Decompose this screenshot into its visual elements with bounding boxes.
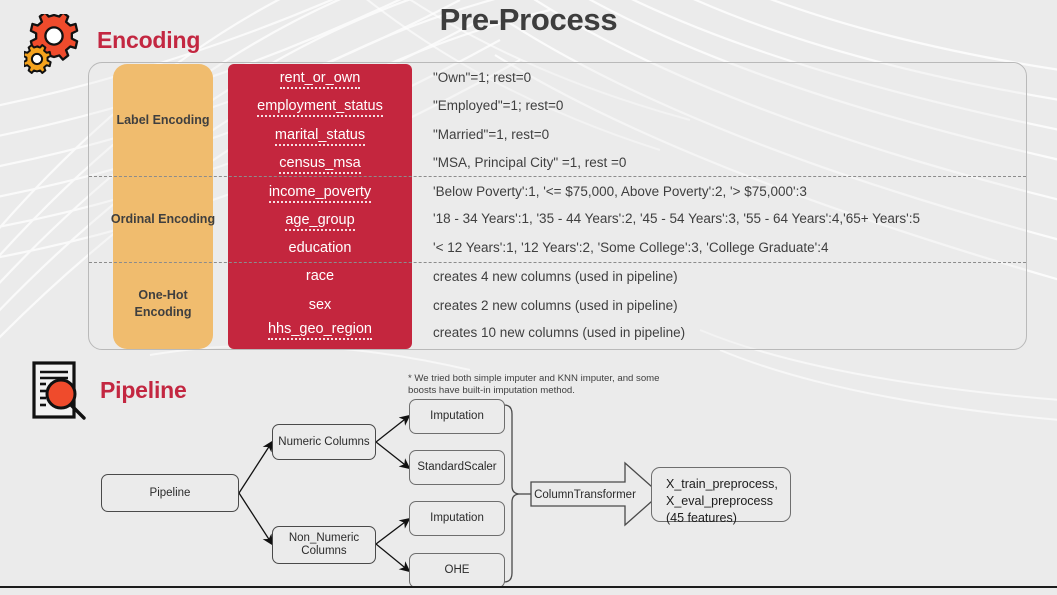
pipeline-node-numeric-columns[interactable]: Numeric Columns (272, 424, 376, 460)
group-label-line2: Encoding (134, 305, 192, 319)
gears-icon (24, 14, 79, 74)
pipeline-section-heading: Pipeline (100, 377, 187, 403)
encoding-description: creates 10 new columns (used in pipeline… (433, 325, 686, 340)
encoding-description: 'Below Poverty':1, '<= $75,000, Above Po… (433, 184, 807, 199)
encoding-description: creates 2 new columns (used in pipeline) (433, 298, 678, 313)
note-text: * We tried both simple imputer and KNN i… (408, 373, 660, 396)
pipeline-node-output[interactable]: X_train_preprocess, X_eval_preprocess (4… (651, 467, 791, 525)
feature-text: sex (308, 297, 332, 313)
encoding-row-divider (89, 262, 1026, 263)
pipeline-node-standard-scaler[interactable]: StandardScaler (409, 450, 505, 485)
pipeline-node-imputation-numeric[interactable]: Imputation (409, 399, 505, 434)
document-search-icon (32, 361, 86, 420)
group-label-one-hot-encoding: One-Hot Encoding (113, 287, 213, 321)
bottom-rule (0, 586, 1057, 588)
description-text: creates 4 new columns (used in pipeline) (433, 269, 678, 284)
group-label-ordinal-encoding: Ordinal Encoding (110, 212, 216, 226)
feature-text: income_poverty (268, 184, 372, 203)
feature-text: employment_status (257, 98, 383, 117)
feature-name: rent_or_own (228, 70, 412, 89)
encoding-section-heading: Encoding (97, 27, 201, 53)
feature-name: employment_status (228, 98, 412, 117)
encoding-feature-column (228, 64, 412, 349)
pipeline-connectors (238, 404, 661, 583)
group-label-label-encoding: Label Encoding (116, 113, 210, 127)
feature-name: marital_status (228, 127, 412, 146)
feature-name: hhs_geo_region (228, 321, 412, 340)
feature-name: education (228, 240, 412, 256)
encoding-group-column (113, 64, 213, 349)
encoding-row-divider (89, 176, 1026, 177)
encoding-description: "Employed"=1; rest=0 (433, 98, 564, 113)
feature-text: race (305, 268, 335, 284)
pipeline-node-column-transformer[interactable]: ColumnTransformer (534, 489, 636, 501)
encoding-description: "Own"=1; rest=0 (433, 70, 532, 85)
node-label-line2: Columns (301, 545, 347, 557)
output-line3: (45 features) (666, 511, 737, 525)
encoding-description: creates 4 new columns (used in pipeline) (433, 269, 678, 284)
page-title: Pre-Process (439, 2, 618, 37)
feature-text: hhs_geo_region (267, 321, 372, 340)
pipeline-note: * We tried both simple imputer and KNN i… (408, 373, 668, 396)
feature-name: income_poverty (228, 184, 412, 203)
feature-name: age_group (228, 212, 412, 231)
pipeline-node-imputation-non-numeric[interactable]: Imputation (409, 501, 505, 536)
encoding-description: '18 - 34 Years':1, '35 - 44 Years':2, '4… (433, 211, 921, 226)
feature-name: sex (228, 297, 412, 313)
group-label-line1: One-Hot (138, 288, 188, 302)
encoding-description: '< 12 Years':1, '12 Years':2, 'Some Coll… (433, 240, 829, 255)
feature-name: race (228, 268, 412, 284)
node-label-line1: Non_Numeric (288, 532, 360, 544)
feature-text: education (288, 240, 352, 256)
pipeline-node-ohe[interactable]: OHE (409, 553, 505, 588)
pipeline-node-root[interactable]: Pipeline (101, 474, 239, 512)
encoding-description: "Married"=1, rest=0 (433, 127, 550, 142)
feature-text: marital_status (274, 127, 366, 146)
feature-text: rent_or_own (279, 70, 361, 89)
feature-text: age_group (285, 212, 355, 231)
feature-text: census_msa (279, 155, 361, 174)
encoding-description: "MSA, Principal City" =1, rest =0 (433, 155, 627, 170)
pipeline-node-non-numeric-columns[interactable]: Non_Numeric Columns (272, 526, 376, 564)
output-line1: X_train_preprocess, (666, 477, 778, 491)
output-line2: X_eval_preprocess (666, 494, 774, 508)
feature-name: census_msa (228, 155, 412, 174)
